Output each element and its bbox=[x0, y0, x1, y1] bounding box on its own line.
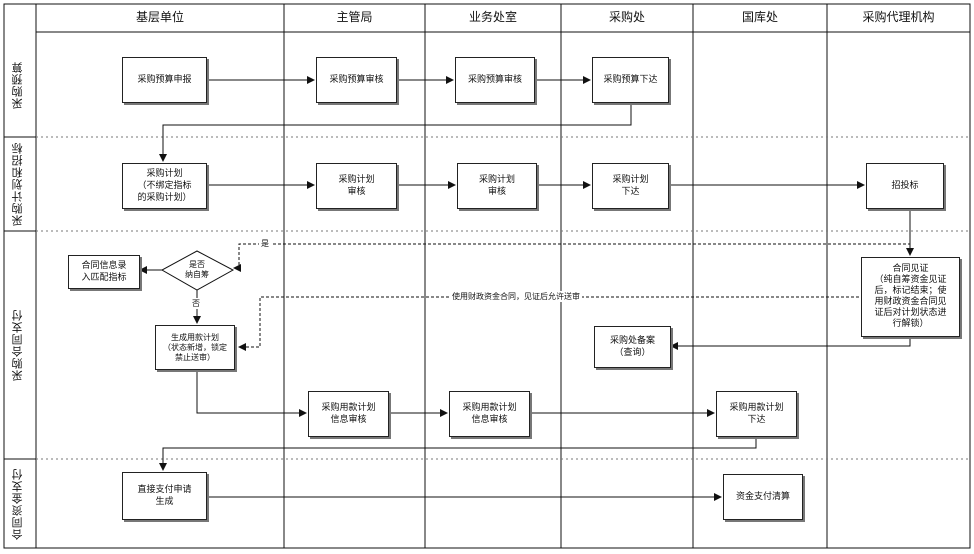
node-budget-report: 采购预算申报 bbox=[122, 57, 207, 103]
node-budget-review-dept: 采购预算审核 bbox=[455, 57, 535, 103]
column-header-5: 国库处 bbox=[741, 9, 778, 24]
node-payment-plan: 生成用款计划 （状态新增，锁定 禁止送审） bbox=[155, 325, 235, 370]
diagram-frame bbox=[3, 3, 971, 549]
node-procurement-record: 采购处备案 （查询） bbox=[594, 326, 671, 368]
column-header-6: 采购代理机构 bbox=[862, 9, 935, 24]
flow-arrows bbox=[139, 76, 914, 501]
node-contract-entry: 合同信息录 入匹配指标 bbox=[68, 255, 140, 289]
node-bidding: 招投标 bbox=[866, 163, 944, 209]
node-payment-review-bureau: 采购用款计划 信息审核 bbox=[308, 391, 389, 437]
lane-dividers bbox=[4, 136, 970, 460]
column-header-1: 基层单位 bbox=[135, 9, 184, 24]
edge-label-fiscal-note: 使用财政资金合同，见证后允许送审 bbox=[450, 291, 582, 302]
node-plan-review-dept: 采购计划 审核 bbox=[457, 163, 537, 209]
lane-label-3: 采购合同支付 bbox=[11, 309, 24, 381]
node-fund-clearing: 资金支付清算 bbox=[723, 474, 803, 520]
node-budget-review-bureau: 采购预算审核 bbox=[316, 57, 397, 103]
node-payment-review-dept: 采购用款计划 信息审核 bbox=[449, 391, 530, 437]
edge-label-no: 否 bbox=[190, 298, 202, 309]
node-budget-issue: 采购预算下达 bbox=[592, 57, 669, 103]
column-header-2: 主管局 bbox=[336, 9, 373, 24]
node-direct-payment: 直接支付申请 生成 bbox=[122, 472, 207, 520]
lane-label-2: 采购计划和招标 bbox=[11, 142, 24, 226]
decision-label: 是否 纳自筹 bbox=[185, 260, 209, 279]
column-header-3: 业务处室 bbox=[468, 9, 517, 24]
edge-label-yes: 是 bbox=[259, 238, 271, 249]
decision-diamond bbox=[160, 250, 235, 291]
lane-label-4: 合同资金支付 bbox=[11, 467, 24, 540]
node-plan-review-bureau: 采购计划 审核 bbox=[316, 163, 397, 209]
node-plan-issue: 采购计划 下达 bbox=[592, 163, 669, 209]
node-payment-issue: 采购用款计划 下达 bbox=[716, 391, 797, 437]
dashed-arrows bbox=[233, 243, 911, 351]
node-plan-draft: 采购计划 （不绑定指标 的采购计划） bbox=[122, 163, 207, 209]
column-separators bbox=[35, 4, 828, 548]
lane-label-1: 采购预算 bbox=[11, 60, 24, 109]
node-contract-witness: 合同见证 （纯自筹资金见证 后，标记结束；使 用财政资金合同见 证后对计划状态进… bbox=[861, 257, 960, 337]
column-header-4: 采购处 bbox=[608, 9, 645, 24]
